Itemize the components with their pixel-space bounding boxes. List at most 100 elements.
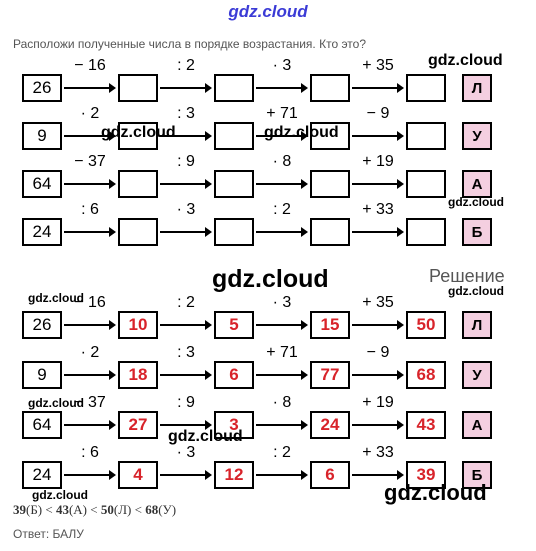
- arrow-icon: [160, 83, 212, 93]
- empty-answer-box: [118, 74, 158, 102]
- arrow-icon: [64, 370, 116, 380]
- empty-answer-box: [214, 218, 254, 246]
- watermark-text: gdz.cloud: [28, 396, 84, 410]
- operation-label: + 33: [362, 201, 394, 218]
- letter-box: Л: [462, 311, 492, 339]
- start-number-box: 26: [22, 311, 62, 339]
- start-number-box: 64: [22, 170, 62, 198]
- arrow-icon: [160, 320, 212, 330]
- result-box: 5: [214, 311, 254, 339]
- arrow-icon: [352, 470, 404, 480]
- empty-answer-box: [310, 122, 350, 150]
- empty-answer-box: [214, 122, 254, 150]
- arrow-icon: [160, 370, 212, 380]
- operation-label: + 71: [266, 344, 298, 361]
- arrow-icon: [64, 320, 116, 330]
- operation-label: : 6: [81, 201, 99, 218]
- arrow-icon: [352, 227, 404, 237]
- task-text: Расположи полученные числа в порядке воз…: [13, 37, 367, 51]
- answer-text: Ответ: БАЛУ: [13, 527, 84, 541]
- empty-answer-box: [310, 170, 350, 198]
- watermark-text: gdz.cloud: [428, 52, 503, 69]
- operation-label: − 37: [74, 153, 106, 170]
- less-than-sign: <: [42, 502, 56, 517]
- operation-label: + 71: [266, 105, 298, 122]
- watermark-text: gdz.cloud: [168, 428, 243, 445]
- ordered-letter: (У): [158, 502, 177, 517]
- operation-label: : 9: [177, 394, 195, 411]
- operation-label: : 3: [177, 344, 195, 361]
- ordered-letter: (Л): [113, 502, 132, 517]
- operation-label: · 3: [272, 57, 292, 74]
- less-than-sign: <: [87, 502, 101, 517]
- arrow-icon: [64, 179, 116, 189]
- ordered-number: 68: [145, 502, 159, 517]
- start-number-box: 24: [22, 461, 62, 489]
- arrow-icon: [160, 131, 212, 141]
- arrow-icon: [256, 179, 308, 189]
- empty-answer-box: [118, 170, 158, 198]
- empty-answer-box: [214, 170, 254, 198]
- arrow-icon: [352, 83, 404, 93]
- operation-label: − 37: [74, 394, 106, 411]
- arrow-icon: [256, 131, 308, 141]
- operation-label: · 3: [176, 444, 196, 461]
- operation-label: − 16: [74, 57, 106, 74]
- operation-label: : 9: [177, 153, 195, 170]
- letter-box: А: [462, 170, 492, 198]
- empty-answer-box: [406, 122, 446, 150]
- arrow-icon: [256, 320, 308, 330]
- operation-label: : 6: [81, 444, 99, 461]
- result-box: 4: [118, 461, 158, 489]
- letter-box: А: [462, 411, 492, 439]
- empty-answer-box: [406, 170, 446, 198]
- result-box: 77: [310, 361, 350, 389]
- operation-label: − 16: [74, 294, 106, 311]
- operation-label: · 2: [80, 344, 100, 361]
- arrow-icon: [256, 420, 308, 430]
- arrow-icon: [352, 179, 404, 189]
- empty-answer-box: [118, 218, 158, 246]
- result-box: 12: [214, 461, 254, 489]
- operation-label: · 3: [272, 294, 292, 311]
- arrow-icon: [64, 83, 116, 93]
- solution-title: Решение: [429, 266, 505, 286]
- less-than-sign: <: [131, 502, 146, 517]
- result-box: 18: [118, 361, 158, 389]
- watermark-text: gdz.cloud: [32, 488, 88, 502]
- watermark-text: gdz.cloud: [264, 124, 339, 141]
- arrow-icon: [160, 179, 212, 189]
- operation-label: : 2: [273, 201, 291, 218]
- arrow-icon: [64, 470, 116, 480]
- arrow-icon: [160, 470, 212, 480]
- start-number-box: 24: [22, 218, 62, 246]
- operation-label: · 8: [272, 394, 292, 411]
- arrow-icon: [160, 227, 212, 237]
- arrow-icon: [352, 420, 404, 430]
- result-box: 15: [310, 311, 350, 339]
- operation-label: + 35: [362, 57, 394, 74]
- arrow-icon: [352, 131, 404, 141]
- operation-label: : 2: [177, 294, 195, 311]
- watermark-text: gdz.cloud: [101, 124, 176, 141]
- operation-label: + 19: [362, 394, 394, 411]
- start-number-box: 64: [22, 411, 62, 439]
- empty-answer-box: [406, 218, 446, 246]
- operation-label: + 19: [362, 153, 394, 170]
- arrow-icon: [64, 420, 116, 430]
- result-box: 50: [406, 311, 446, 339]
- ordered-number: 39: [13, 502, 26, 517]
- operation-label: + 33: [362, 444, 394, 461]
- arrow-icon: [160, 420, 212, 430]
- arrow-icon: [352, 370, 404, 380]
- empty-answer-box: [310, 74, 350, 102]
- watermark-text: gdz.cloud: [212, 265, 329, 293]
